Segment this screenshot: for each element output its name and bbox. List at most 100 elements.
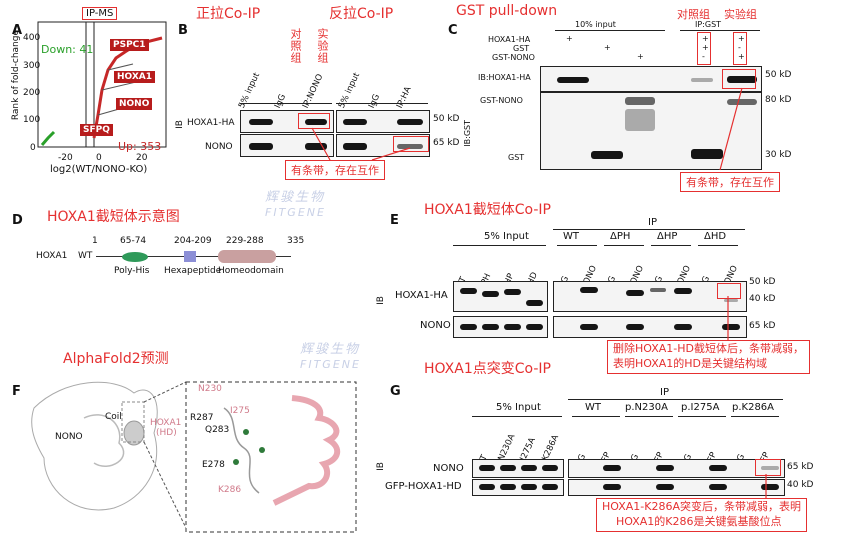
f-label-n230: N230 [198,384,222,394]
c-ip-header: IP:GST [695,20,722,29]
e-arrow [727,296,729,340]
c-sign-2-2: + [604,43,611,52]
d-domain-hexapeptide [184,251,196,262]
c-sign-1-1: + [566,34,573,43]
g-ip-group-2: p.N230A [625,402,668,413]
b-row-nono: NONO [205,142,233,152]
e-mw-65: 65 kD [749,321,776,331]
ytick-100: 100 [23,115,41,125]
c-control-box [697,32,711,65]
b-mw-50: 50 kD [433,114,460,124]
d-name-1: Poly-His [114,266,150,276]
e-input-header: 5% Input [484,231,529,242]
c-ib-gst: IB:GST [463,120,472,147]
e-mw-40: 40 kD [749,294,776,304]
f-label-k286: K286 [218,485,242,495]
c-control-group: 对照组 [677,8,710,21]
g-highlight-box [755,459,781,476]
e-ip-header: IP [648,217,657,228]
d-range-1: 65-74 [120,236,147,246]
b-control-group: 对照组 [289,28,302,64]
e-blot-input-hoxa1 [453,281,548,312]
b-note: 有条带，存在互作 [285,160,385,180]
e-blot-ip-nono [553,316,747,338]
g-input-header: 5% Input [496,402,541,413]
panel-g-label: G [390,384,401,399]
f-title: AlphaFold2预测 [63,351,169,367]
c-mw-50: 50 kD [765,70,792,80]
e-row-hoxa1: HOXA1-HA [395,290,448,301]
b-lane-1: 5% input [236,71,263,110]
up-count: Up: 353 [118,140,162,153]
f-label-e278: E278 [202,460,225,470]
f-label-hd: (HD) [156,428,177,438]
yticks-a: 0 [30,143,36,153]
g-arrow [765,474,767,499]
b-highlight-box-2 [393,136,429,152]
c-ip-sign-3-2: + [738,52,745,61]
b-lane-4: 5% input [336,71,363,110]
xtick-0: 0 [96,153,102,163]
d-domain-homeodomain [218,250,276,263]
e-ip-group-2: ΔPH [610,231,631,242]
down-count: Down: 41 [41,43,94,56]
d-variant: WT [78,251,93,261]
c-title: GST pull-down [456,3,558,19]
ytick-200: 200 [23,88,41,98]
c-inner-gst: GST [508,153,525,162]
e-row-nono: NONO [420,320,451,331]
c-row-gst-nono: GST-NONO [492,53,535,62]
e-ip-group-4: ΔHD [704,231,727,242]
highlight-sfpq: SFPQ [80,124,113,136]
b-row-hoxa1: HOXA1-HA [187,118,235,128]
g-blot-input-nono [472,459,564,478]
b-lane-2: IgG [272,92,289,110]
ytick-400: 400 [23,33,41,43]
b-experiment-group: 实验组 [316,28,329,64]
highlight-nono: NONO [116,98,153,110]
f-label-i275: I275 [230,406,250,416]
g-mw-65: 65 kD [787,462,814,472]
c-ip-sign-1-2: + [738,34,745,43]
e-blot-ip-hoxa1 [553,281,747,312]
e-ip-group-1: WT [563,231,579,242]
c-blot-gst [540,92,762,170]
panel-b-label: B [178,23,188,38]
g-ib: IB [376,462,386,471]
c-highlight-box [722,69,756,89]
f-label-hoxa1: HOXA1 [150,418,182,428]
b-arrows [311,127,411,161]
c-mw-80: 80 kD [765,95,792,105]
c-row-gst: GST [513,44,530,53]
e-ip-group-3: ΔHP [657,231,678,242]
highlight-pspc1: PSPC1 [110,39,149,51]
b-forward-title: 正拉Co-IP [196,6,261,22]
f-label-coil: Coil [105,412,122,422]
d-domain-polyhis [122,252,148,262]
ylabel-a: Rank of fold-change [11,30,21,121]
e-ib: IB [376,296,386,305]
b-blot-nono-fwd [240,134,334,157]
d-protein: HOXA1 [36,251,68,261]
d-range-2: 204-209 [174,236,212,246]
xtick-20: 20 [136,153,148,163]
xtick-neg20: -20 [58,153,73,163]
g-blot-input-gfp [472,479,564,496]
b-ib: IB [175,120,185,129]
g-title: HOXA1点突变Co-IP [424,361,551,377]
e-mw-50: 50 kD [749,277,776,287]
g-mw-40: 40 kD [787,480,814,490]
d-end: 335 [287,236,305,246]
d-range-3: 229-288 [226,236,264,246]
panel-d-label: D [12,213,23,228]
b-mw-65: 65 kD [433,138,460,148]
c-ib-hoxa1: IB:HOXA1-HA [478,73,531,82]
highlight-hoxa1: HOXA1 [114,71,156,83]
c-note: 有条带，存在互作 [680,172,780,192]
f-label-r287: R287 [190,413,214,423]
f-label-nono: NONO [55,432,83,442]
c-experiment-box [733,32,747,65]
